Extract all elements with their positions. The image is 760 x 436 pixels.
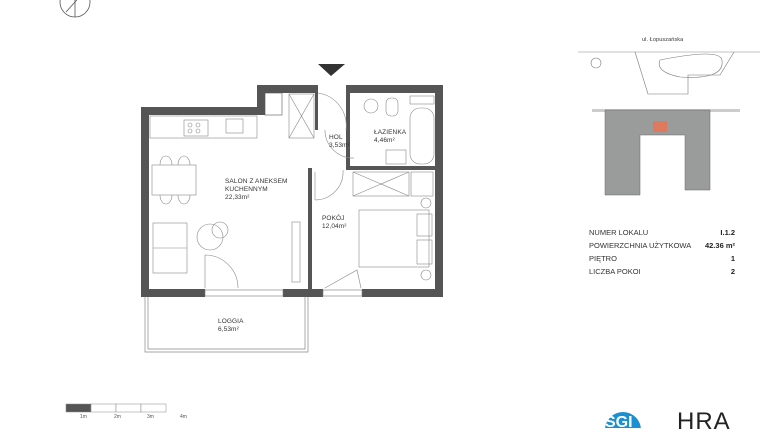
walls <box>141 85 443 297</box>
sgi-logo-text: SGI <box>605 414 633 431</box>
entrance-triangle-icon <box>318 64 345 76</box>
scale-label: 2m <box>114 414 121 420</box>
windows <box>204 289 363 297</box>
compass-icon <box>59 0 91 18</box>
apartment-location-highlight <box>653 121 667 132</box>
building-site-plan <box>592 109 740 196</box>
sgi-logo <box>605 412 641 428</box>
street-name: ul. Łopuszańska <box>642 37 684 43</box>
site-map <box>590 51 735 95</box>
loggia-outline <box>144 297 309 353</box>
scale-bar <box>65 403 167 413</box>
scale-label: 3m <box>147 414 154 420</box>
scale-label: 4m <box>180 414 187 420</box>
scale-label: 1m <box>80 414 87 420</box>
furniture <box>149 92 435 289</box>
hra-logo: HRA <box>677 408 731 435</box>
